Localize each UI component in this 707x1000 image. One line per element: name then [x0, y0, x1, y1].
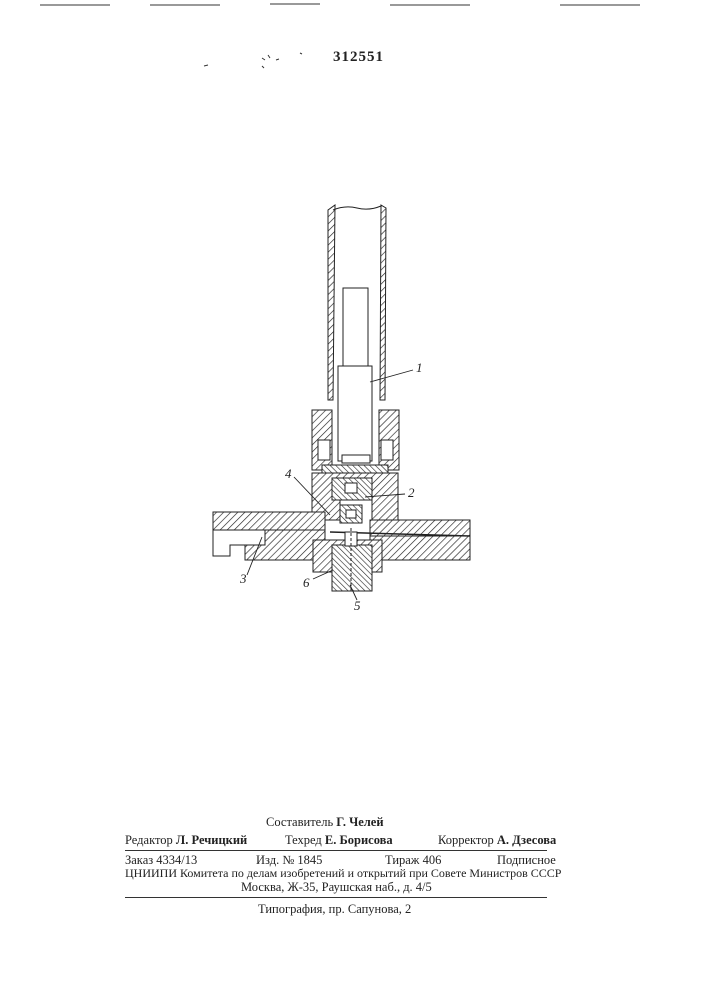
editor-line: Редактор Л. Речицкий [125, 833, 247, 848]
label-3: 3 [239, 571, 247, 586]
techred-label: Техред [285, 833, 322, 847]
imprint-divider-top [125, 850, 547, 851]
label-4: 4 [285, 466, 292, 481]
corrector-line: Корректор А. Дзесова [438, 833, 556, 848]
printing-house: Типография, пр. Сапунова, 2 [258, 902, 411, 917]
compiler-line: Составитель Г. Челей [266, 815, 384, 830]
label-6: 6 [303, 575, 310, 590]
corrector-name: А. Дзесова [497, 833, 556, 847]
label-1: 1 [416, 360, 423, 375]
compiler-name: Г. Челей [336, 815, 383, 829]
techred-line: Техред Е. Борисова [285, 833, 393, 848]
scan-marks [40, 4, 640, 68]
imprint-divider-bottom [125, 897, 547, 898]
compiler-label: Составитель [266, 815, 333, 829]
part-1-rod [338, 288, 372, 463]
editor-label: Редактор [125, 833, 173, 847]
institute: ЦНИИПИ Комитета по делам изобретений и о… [125, 866, 561, 881]
label-2: 2 [408, 485, 415, 500]
label-5: 5 [354, 598, 361, 613]
address: Москва, Ж-35, Раушская наб., д. 4/5 [241, 880, 432, 895]
editor-name: Л. Речицкий [176, 833, 247, 847]
corrector-label: Корректор [438, 833, 494, 847]
techred-name: Е. Борисова [325, 833, 393, 847]
